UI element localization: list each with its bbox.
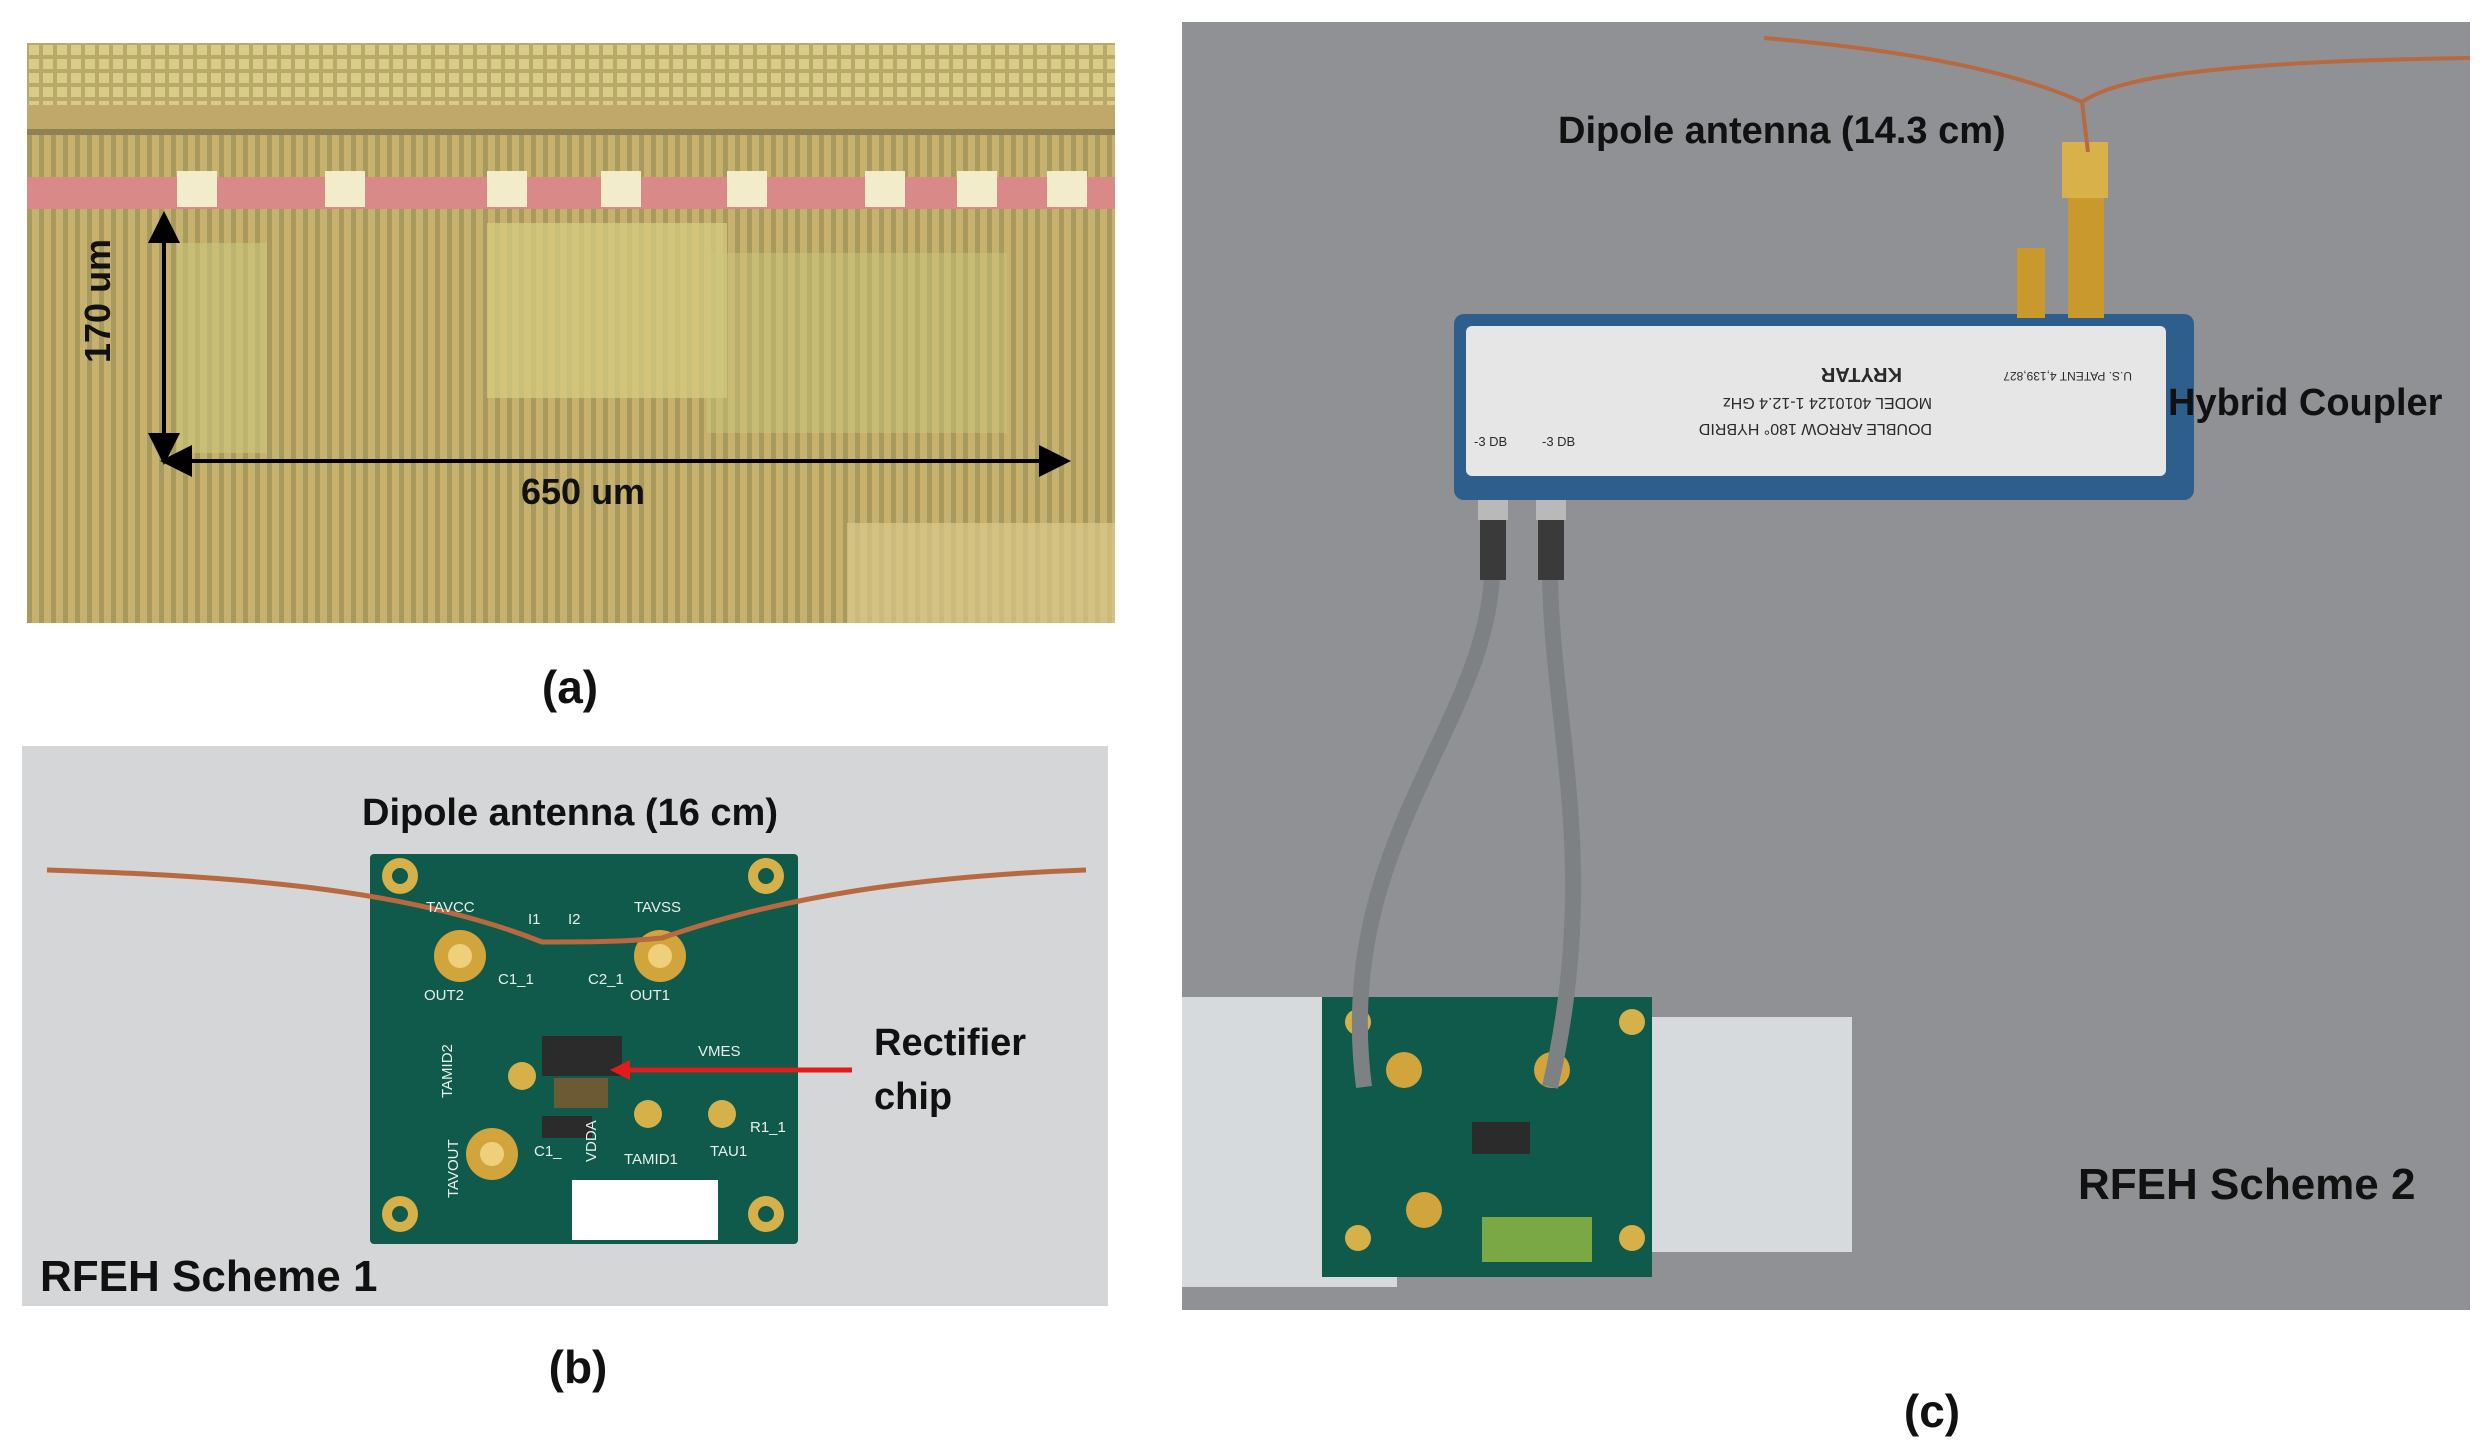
width-scale-label: 650 um — [521, 471, 646, 512]
pcb-text-tamid2: TAMID2 — [439, 1044, 456, 1098]
caption-a: (a) — [541, 661, 599, 713]
coupler-text-line1: DOUBLE ARROW 180° HYBRID — [1699, 420, 1932, 437]
coupler-text-port3: -3 DB — [1474, 434, 1507, 449]
scale-arrows — [148, 211, 1071, 477]
scheme1-image: TAVCC TAVSS I1 I2 C1_1 C2_1 OUT2 OUT1 VM… — [22, 746, 1108, 1306]
pcb-text-tavout: TAVOUT — [445, 1139, 462, 1198]
pcb-text-c2-1: C2_1 — [588, 971, 624, 988]
pcb-text-out2: OUT2 — [424, 987, 464, 1004]
pcb-text-tavss: TAVSS — [634, 899, 681, 916]
height-scale-label: 170 um — [77, 238, 118, 363]
pcb-text-c1: C1_ — [534, 1143, 562, 1160]
pcb-text-tamid1: TAMID1 — [624, 1151, 678, 1168]
coupler-text-brand: KRYTAR — [1820, 363, 1902, 385]
scheme2-label: RFEH Scheme 2 — [2078, 1160, 2416, 1209]
caption-c: (c) — [1903, 1385, 1961, 1437]
coupler-text-port2: -3 DB — [1542, 434, 1575, 449]
pcb-text-c1-1: C1_1 — [498, 971, 534, 988]
pcb-text-vdda: VDDA — [583, 1120, 600, 1162]
rectifier-chip-label-2: chip — [874, 1076, 953, 1118]
hybrid-coupler-label: Hybrid Coupler — [2168, 382, 2443, 424]
coupler-text-line2: MODEL 4010124 1-12.4 GHz — [1723, 394, 1932, 411]
pcb-text-i1: I1 — [528, 911, 541, 928]
scheme2-image: DOUBLE ARROW 180° HYBRID MODEL 4010124 1… — [1182, 22, 2470, 1310]
coupler-text-patent: U.S. PATENT 4,139,827 — [2003, 369, 2132, 383]
die-micrograph-image — [27, 43, 1115, 623]
scheme1-antenna-label: Dipole antenna (16 cm) — [362, 792, 778, 834]
scheme2-antenna-label: Dipole antenna (14.3 cm) — [1558, 110, 2006, 152]
rectifier-chip-label-1: Rectifier — [874, 1022, 1027, 1064]
scheme1-photo: TAVCC TAVSS I1 I2 C1_1 C2_1 OUT2 OUT1 VM… — [22, 746, 1108, 1306]
scheme2-photo: DOUBLE ARROW 180° HYBRID MODEL 4010124 1… — [1182, 22, 2470, 1310]
pcb-text-tavcc: TAVCC — [426, 899, 475, 916]
caption-b: (b) — [548, 1341, 608, 1393]
die-micrograph: 170 um 650 um — [27, 43, 1115, 623]
pcb-text-vmes: VMES — [698, 1043, 741, 1060]
pcb-text-tau1: TAU1 — [710, 1143, 747, 1160]
pcb-text-out1: OUT1 — [630, 987, 670, 1004]
pcb-text-i2: I2 — [568, 911, 581, 928]
scheme1-label: RFEH Scheme 1 — [40, 1252, 378, 1301]
pcb-text-r1: R1_1 — [750, 1119, 786, 1136]
